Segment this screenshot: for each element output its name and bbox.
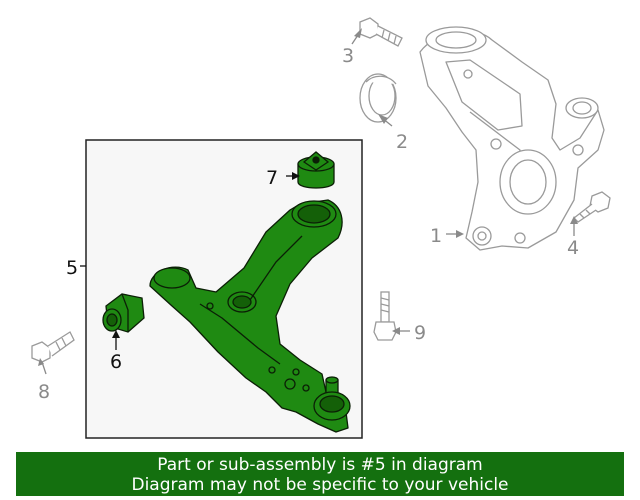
callout-3: 3 [342,45,354,67]
lower-control-arm [149,199,351,433]
banner-line-part-number: Part or sub-assembly is #5 in diagram [157,455,483,475]
callout-2: 2 [396,131,408,153]
steering-knuckle [419,26,605,251]
callout-5: 5 [66,257,78,279]
callout-4: 4 [567,237,579,259]
leader-arrowheads [38,28,578,366]
bushing-7 [297,151,335,189]
hub-seal [359,73,397,123]
callout-8: 8 [38,381,50,403]
callout-6: 6 [110,351,122,373]
bolt-4 [573,191,611,223]
bolt-9 [373,291,397,341]
callout-9: 9 [414,322,426,344]
bolt-3 [359,17,403,47]
callout-1: 1 [430,225,442,247]
bushing-6 [102,293,145,333]
bolt-8 [31,331,75,363]
callout-7: 7 [266,167,278,189]
fitment-notice-banner: Part or sub-assembly is #5 in diagram Di… [16,452,624,496]
banner-line-disclaimer: Diagram may not be specific to your vehi… [131,475,509,495]
